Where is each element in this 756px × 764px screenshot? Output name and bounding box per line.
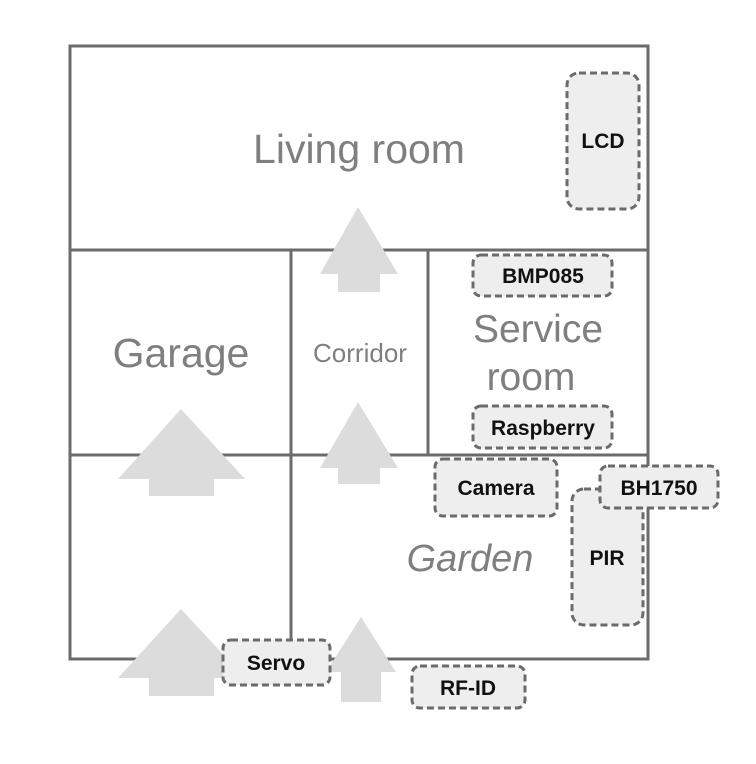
arrow-up-icon xyxy=(118,609,245,696)
sensor-box xyxy=(433,457,559,518)
room-label-garage: Garage xyxy=(113,330,250,376)
sensor-box xyxy=(471,404,614,450)
arrow-up-icon xyxy=(326,617,396,702)
arrow-up-icon xyxy=(320,402,398,484)
room-label-corridor: Corridor xyxy=(313,338,407,368)
sensor-camera: Camera xyxy=(433,457,559,518)
sensor-label-raspberry: Raspberry xyxy=(491,417,595,440)
sensor-bmp085: BMP085 xyxy=(471,253,614,298)
sensor-label-pir: PIR xyxy=(589,547,624,570)
sensor-box xyxy=(598,464,720,510)
arrow-up-icon xyxy=(320,207,398,292)
room-label-service-room-line1: Service xyxy=(473,308,603,351)
sensor-servo: Servo xyxy=(221,638,332,687)
room-label-living-room: Living room xyxy=(253,126,465,172)
room-label-garden: Garden xyxy=(407,538,534,580)
sensor-rfid: RF-ID xyxy=(410,664,527,710)
sensor-label-bmp085: BMP085 xyxy=(502,265,584,288)
arrow-up-icon xyxy=(118,409,245,496)
sensor-label-lcd: LCD xyxy=(581,130,624,153)
sensor-box xyxy=(221,638,332,687)
sensor-label-bh1750: BH1750 xyxy=(620,477,697,500)
sensor-bh1750: BH1750 xyxy=(598,464,720,510)
sensor-box xyxy=(565,71,641,211)
sensor-box xyxy=(471,253,614,298)
arrows xyxy=(118,207,398,702)
sensor-lcd: LCD xyxy=(565,71,641,211)
sensor-box xyxy=(410,664,527,710)
sensor-label-servo: Servo xyxy=(247,652,305,675)
sensor-raspberry: Raspberry xyxy=(471,404,614,450)
sensor-label-rfid: RF-ID xyxy=(440,677,496,700)
sensor-label-camera: Camera xyxy=(457,477,534,500)
room-label-service-room-line2: room xyxy=(487,356,576,399)
